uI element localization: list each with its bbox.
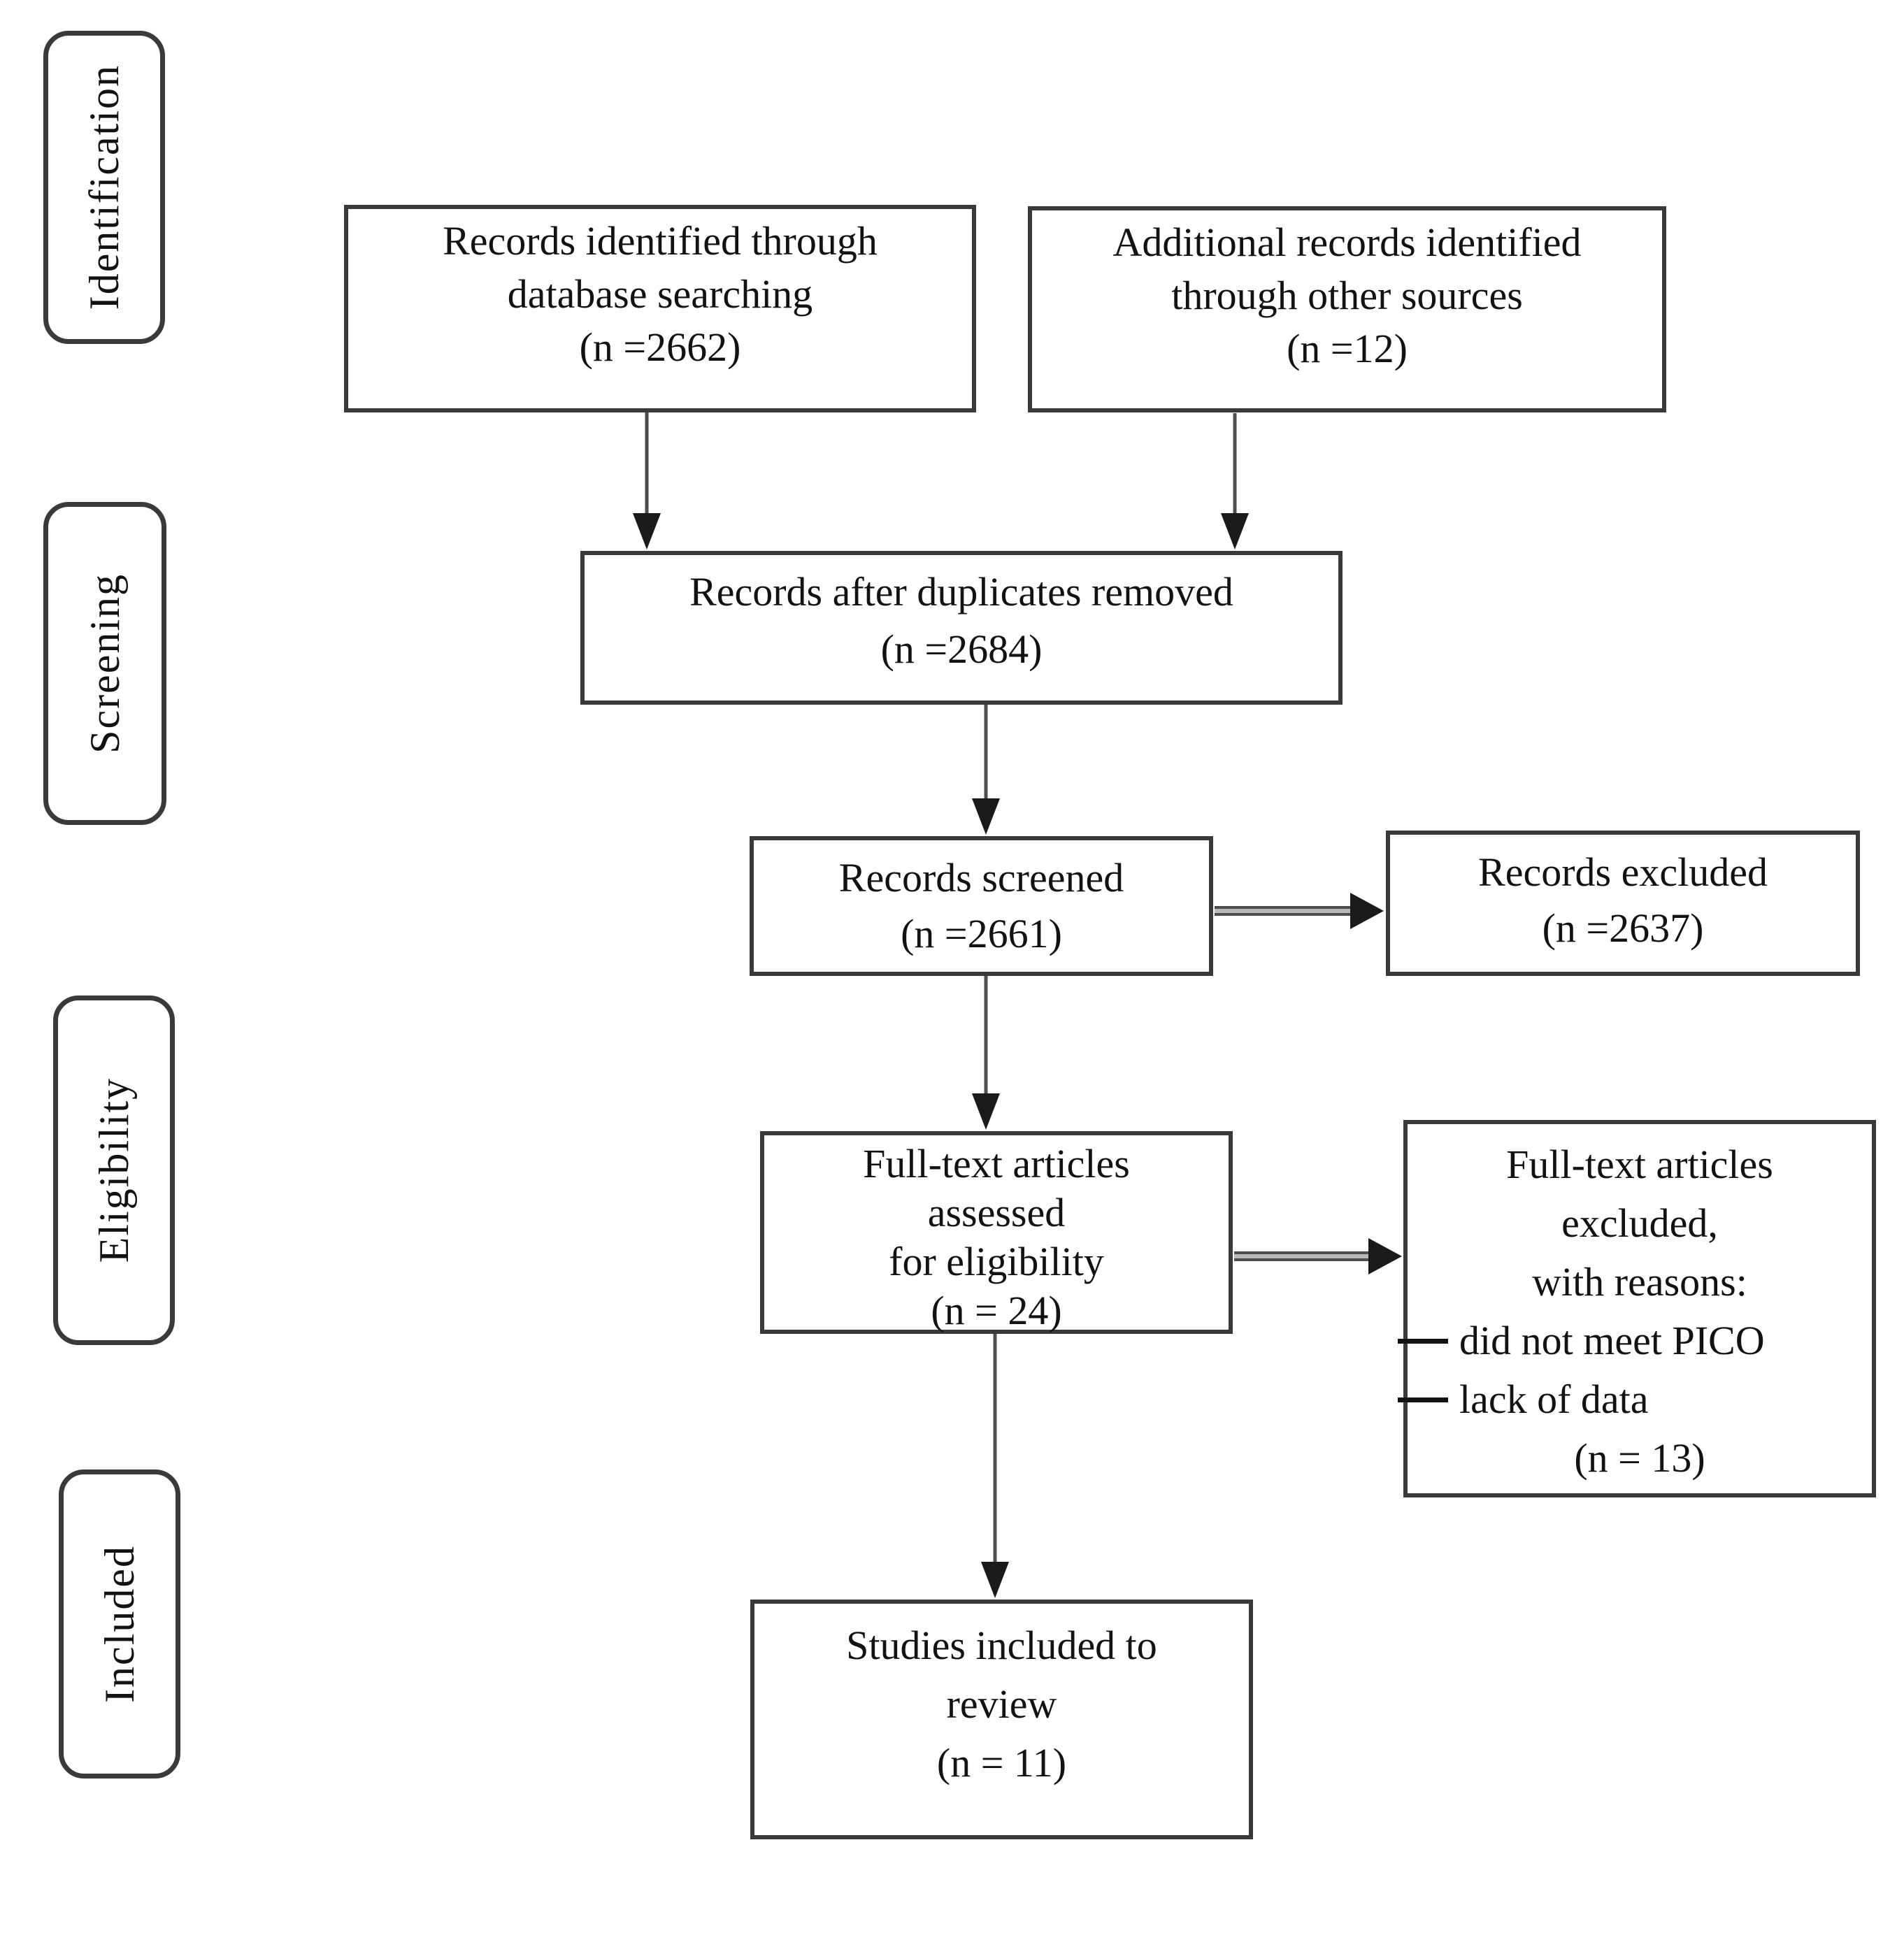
arrow-screened-to-fulltext [971, 976, 1001, 1130]
stage-included: Included [59, 1469, 180, 1778]
box-text-line: lack of data [1459, 1377, 1649, 1422]
arrow-duplicates-to-screened [971, 705, 1001, 835]
arrow-head [1368, 1238, 1402, 1274]
box-text-line: (n =2684) [880, 626, 1043, 672]
arrow-shaft [645, 412, 649, 517]
box-text-line: Records excluded [1478, 849, 1768, 895]
arrow-screened-to-excluded [1215, 891, 1384, 930]
box-text-line: Records identified through [443, 218, 878, 264]
arrow-fulltext-to-fulltext-excluded [1234, 1237, 1402, 1276]
box-text-line: excluded, [1561, 1200, 1718, 1246]
arrow-head [1221, 513, 1249, 549]
stage-label: Eligibility [90, 1077, 137, 1263]
box-studies-included: Studies included to review (n = 11) [750, 1600, 1253, 1839]
box-additional-records: Additional records identified through ot… [1028, 206, 1666, 412]
arrow-shaft [984, 705, 988, 803]
box-text-line: Full-text articles [1506, 1142, 1773, 1187]
arrow-shaft [1234, 1251, 1371, 1261]
box-text-line: (n =2662) [579, 324, 741, 370]
arrow-head [972, 798, 1000, 835]
stage-screening: Screening [43, 502, 166, 825]
box-text-line: did not meet PICO [1459, 1318, 1765, 1363]
box-text-line: assessed [927, 1190, 1066, 1235]
arrow-head [972, 1093, 1000, 1130]
box-records-screened: Records screened (n =2661) [750, 836, 1213, 976]
box-text-line: Full-text articles [863, 1141, 1130, 1186]
arrow-head [981, 1562, 1009, 1598]
arrow-head [633, 513, 661, 549]
reason-tick [1398, 1397, 1448, 1402]
box-text-line: database searching [507, 271, 813, 317]
box-records-excluded: Records excluded (n =2637) [1386, 831, 1860, 976]
box-text-line: with reasons: [1532, 1259, 1747, 1305]
box-duplicates-removed: Records after duplicates removed (n =268… [580, 551, 1343, 705]
stage-eligibility: Eligibility [53, 996, 175, 1345]
box-text-line: (n = 11) [936, 1740, 1067, 1785]
exclusion-reason-row: did not meet PICO [1398, 1312, 1872, 1370]
box-text-line: through other sources [1171, 273, 1523, 318]
stage-identification: Identification [43, 31, 165, 344]
box-fulltext-excluded: Full-text articles excluded, with reason… [1398, 1120, 1876, 1497]
arrow-fulltext-to-included [980, 1334, 1010, 1598]
box-fulltext-assessed: Full-text articles assessed for eligibil… [760, 1131, 1233, 1334]
reason-tick [1398, 1338, 1448, 1344]
box-text-line: (n = 13) [1574, 1435, 1705, 1481]
box-text-line: (n =12) [1287, 326, 1408, 371]
box-text-line: Studies included to [846, 1623, 1157, 1668]
arrow-identified-to-duplicates [631, 412, 662, 549]
arrow-shaft [984, 976, 988, 1098]
box-text-line: Records screened [838, 855, 1124, 900]
box-text-line: (n =2637) [1542, 905, 1704, 951]
box-text-line: (n =2661) [901, 911, 1062, 956]
stage-label: Identification [80, 64, 127, 310]
stage-label: Screening [81, 573, 128, 754]
arrow-shaft [993, 1334, 997, 1566]
arrow-additional-to-duplicates [1219, 413, 1250, 549]
box-text-line: Additional records identified [1112, 220, 1582, 265]
box-text-line: review [946, 1681, 1057, 1727]
exclusion-reason-row: lack of data [1398, 1370, 1872, 1429]
arrow-head [1350, 893, 1384, 929]
box-text-line: Records after duplicates removed [689, 569, 1233, 615]
box-records-identified: Records identified through database sear… [344, 205, 976, 412]
box-text-line: for eligibility [889, 1239, 1104, 1284]
arrow-shaft [1233, 413, 1237, 517]
box-text-line: (n = 24) [931, 1288, 1062, 1333]
stage-label: Included [96, 1545, 143, 1703]
arrow-shaft [1215, 906, 1353, 916]
